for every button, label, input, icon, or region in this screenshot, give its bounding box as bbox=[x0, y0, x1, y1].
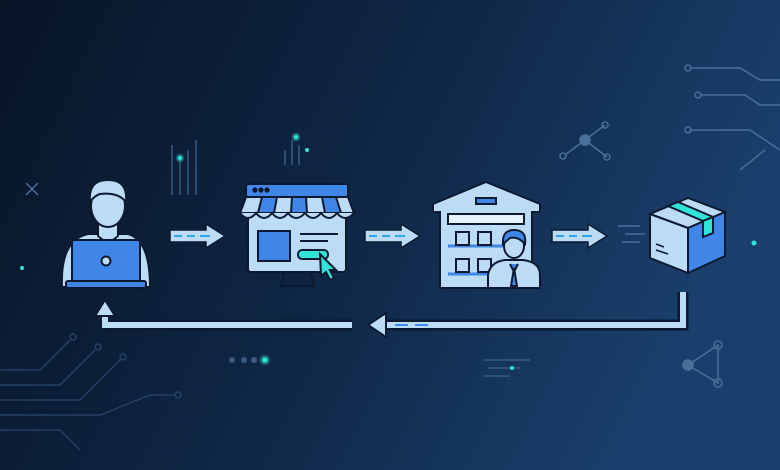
glow-dots-decor bbox=[20, 132, 757, 370]
arrow-right-icon bbox=[551, 222, 609, 250]
arrow-right-icon bbox=[364, 222, 422, 250]
return-arrow-icon bbox=[93, 292, 689, 339]
circuit-lines-decor bbox=[0, 333, 182, 451]
package-box-icon bbox=[618, 196, 728, 275]
equalizer-decor bbox=[171, 140, 530, 377]
arrow-right-icon bbox=[169, 222, 227, 250]
network-nodes-decor bbox=[559, 64, 780, 388]
warehouse-worker-icon bbox=[432, 180, 541, 289]
online-store-icon bbox=[238, 183, 356, 287]
customer-laptop-icon bbox=[60, 178, 152, 289]
